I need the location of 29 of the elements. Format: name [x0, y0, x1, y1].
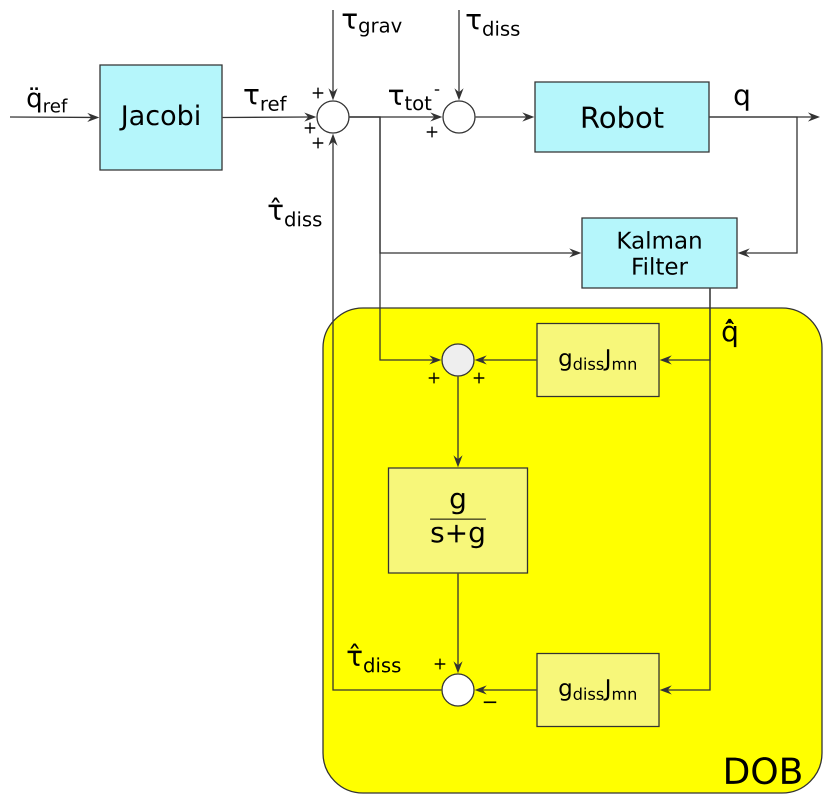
sign-label: + [426, 126, 438, 138]
edge-label: τ$_{diss}$ [466, 14, 520, 36]
summing-junction [441, 343, 475, 377]
sign-label: + [474, 372, 484, 384]
summing-junction [442, 100, 476, 134]
sign-label: - [434, 89, 440, 91]
edge-label: τ$_{tot}$ [389, 90, 432, 110]
signal-label: q̂̇ [722, 318, 736, 348]
block-box: g$_{diss}$J$_{mn}$ [536, 652, 660, 728]
sign-label: + [428, 372, 440, 384]
block-box: g$_{diss}$J$_{mn}$ [536, 322, 660, 398]
transfer-function-box: $\frac{\text{g}}{\text{s+g}}$ [388, 467, 528, 574]
sign-label: + [434, 658, 446, 670]
edge-label: q̈$_{ref}$ [28, 87, 68, 113]
edge-label: q [734, 89, 748, 111]
arrow [710, 116, 798, 258]
edge-label: τ$_{grav}$ [342, 13, 402, 37]
block-box: Robot [534, 81, 710, 153]
summing-junction [441, 673, 475, 707]
summing-junction [316, 100, 350, 134]
edge-label: τ$_{ref}$ [244, 89, 287, 111]
sign-label: + [312, 88, 324, 98]
signal-label: τ̂$_{diss}$ [348, 644, 400, 672]
sign-label: + [304, 122, 316, 134]
block-box: Jacobi [99, 64, 223, 171]
sign-label: + [312, 138, 324, 148]
sign-label: − [484, 701, 496, 704]
edge-label: τ̂$_{diss}$ [268, 198, 322, 226]
block-box: Kalman Filter [581, 217, 738, 289]
